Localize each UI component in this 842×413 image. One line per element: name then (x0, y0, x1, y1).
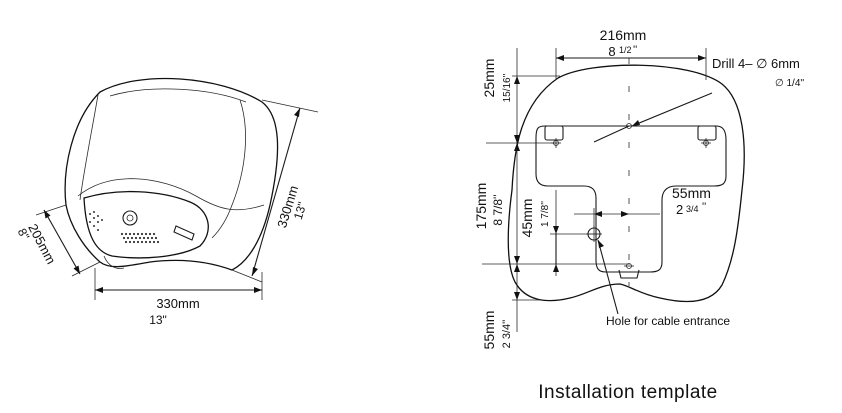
logo-inner-icon (126, 214, 134, 222)
dim-55mm-bottom-label: 55mm (481, 311, 497, 350)
cable-hole-callout: Hole for cable entrance (597, 239, 730, 328)
dryer-face-curve (211, 99, 246, 239)
dim-2-3-4-right-frac: 3/4 (686, 204, 699, 214)
drill-label: Drill 4– ∅ 6mm (712, 56, 800, 71)
installation-template (507, 58, 745, 303)
slot-right (697, 125, 717, 141)
dryer-top-ridge (109, 88, 247, 103)
dim-15-16-label: 15/16'' (502, 73, 513, 102)
dim-45mm-label: 45mm (519, 199, 535, 238)
caption: Installation template (538, 382, 718, 403)
top-in-frac: 1/2 (619, 45, 632, 55)
template-outline (507, 64, 745, 303)
dimension-45: 45mm 1 7/8'' (519, 190, 600, 276)
dryer-face-edge (79, 94, 99, 201)
width-mm-label: 330mm (156, 296, 199, 311)
dryer-face-arc (77, 178, 265, 211)
template-inner-cut (535, 125, 727, 273)
dimension-55-right: 55mm 2 3/4 '' (574, 185, 711, 228)
bottom-tab (618, 269, 640, 279)
vent-grille (89, 211, 160, 244)
dryer-bottom-pod (83, 190, 209, 259)
dim-55mm-right-label: 55mm (672, 185, 711, 201)
dim-2-3-4-bottom-label: 2 3/4'' (501, 320, 513, 349)
top-in-whole: 8 (608, 44, 615, 59)
drill-in-label: ∅ 1/4'' (775, 78, 804, 89)
dim-8-7-8-label: 8 7/8'' (491, 194, 505, 225)
dimension-width: 330mm 13" (94, 268, 263, 327)
height-in-label: 13" (291, 200, 310, 221)
top-mm-label: 216mm (600, 27, 647, 43)
dim-1-7-8-label: 1 7/8'' (540, 201, 551, 227)
slot-left (544, 125, 564, 141)
top-in-mark: '' (633, 44, 637, 56)
dim-25mm-label: 25mm (481, 59, 497, 98)
dim-175mm-label: 175mm (473, 183, 489, 230)
dryer-base (103, 255, 125, 269)
left-vertical-dims: 25mm 15/16'' 175mm 8 7/8'' 55mm 2 3/4'' (473, 48, 630, 349)
drill-callout: Drill 4– ∅ 6mm ∅ 1/4'' (593, 56, 804, 143)
dim-2-3-4-right-mark: '' (702, 201, 706, 213)
dim-2-3-4-right-whole: 2 (676, 202, 683, 217)
sensor-slot (173, 225, 195, 241)
hand-dryer-illustration (64, 77, 279, 271)
hole-label: Hole for cable entrance (606, 314, 730, 328)
logo-icon (122, 210, 138, 226)
dimension-216: 216mm 8 1/2 '' (555, 27, 707, 80)
width-in-label: 13" (149, 313, 167, 327)
